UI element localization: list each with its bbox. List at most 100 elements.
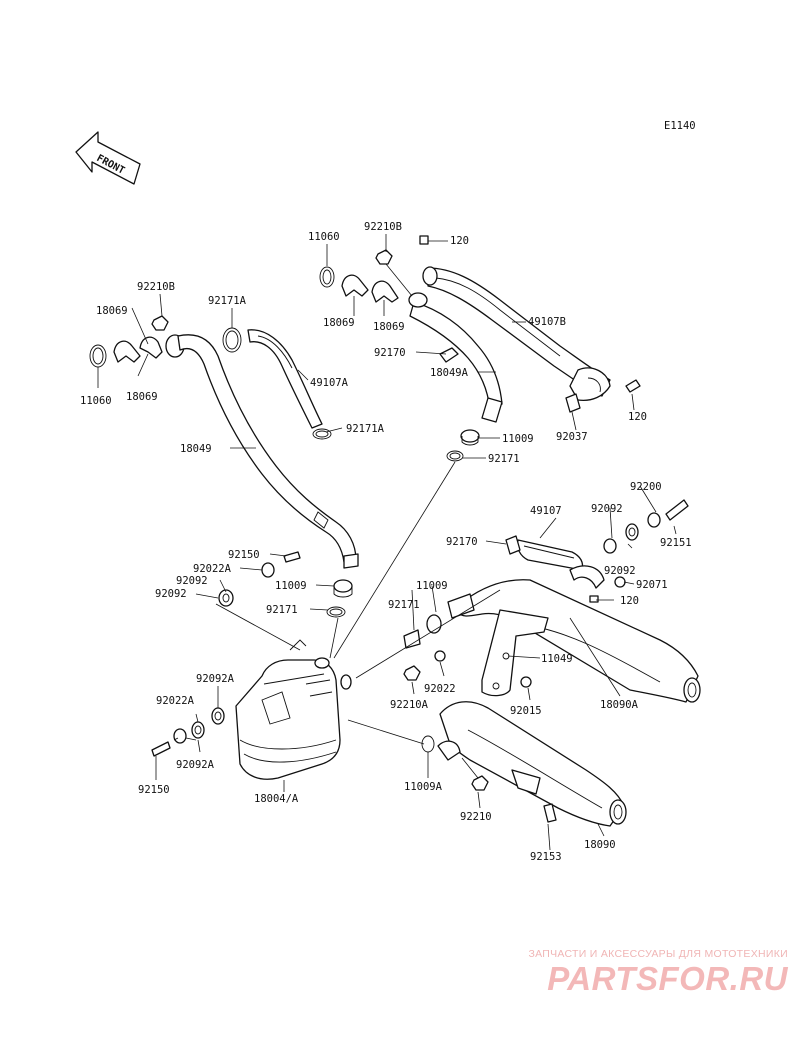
bolt-92150-upper-icon — [283, 551, 301, 563]
muffler-18090a — [447, 579, 701, 703]
washer-92022-icon — [434, 650, 446, 662]
collar-92015-icon — [520, 676, 532, 688]
part-label-92092a: 92092A — [196, 673, 235, 685]
bracket-11049-icon — [481, 609, 549, 697]
part-label-120: 120 — [620, 595, 639, 607]
part-label-92200: 92200 — [630, 481, 662, 493]
part-label-92171a: 92171A — [346, 423, 385, 435]
part-label-92022a: 92022A — [193, 563, 232, 575]
part-label-92022: 92022 — [424, 683, 456, 695]
bracket-lower-icon — [511, 769, 541, 795]
watermark-tagline: ЗАПЧАСТИ И АКСЕССУАРЫ ДЛЯ МОТОТЕХНИКИ — [528, 948, 788, 960]
flange-18069-left-icon — [113, 336, 163, 363]
grommet-92092-left-icon — [218, 589, 234, 607]
flange-18069-upper-icon — [341, 274, 399, 303]
part-label-92171: 92171 — [388, 599, 420, 611]
leader-lines — [97, 234, 677, 851]
part-label-18049a: 18049A — [430, 367, 469, 379]
part-label-11009: 11009 — [275, 580, 307, 592]
part-label-92092: 92092 — [155, 588, 187, 600]
nut-92210b-upper-icon — [375, 249, 393, 265]
part-label-92170: 92170 — [446, 536, 478, 548]
part-label-92210b: 92210B — [364, 221, 402, 233]
bolt-92151-icon — [665, 499, 689, 521]
collar-92071-icon — [614, 576, 626, 588]
nut-92210a-icon — [403, 665, 421, 681]
clamp-92171a-lower-icon — [312, 428, 332, 440]
part-label-92037: 92037 — [556, 431, 588, 443]
part-labels: 11060 92210B 120 18069 18069 49107B 9217… — [80, 221, 692, 863]
part-label-49107: 49107 — [530, 505, 562, 517]
part-label-92210b: 92210B — [137, 281, 175, 293]
part-label-92092: 92092 — [176, 575, 208, 587]
clamp-92037 — [565, 393, 581, 413]
part-label-120: 120 — [628, 411, 647, 423]
part-label-92171: 92171 — [488, 453, 520, 465]
bolt-120-upper-icon — [419, 235, 429, 245]
part-label-18004a: 18004/A — [254, 793, 299, 805]
part-label-11009: 11009 — [416, 580, 448, 592]
part-label-18069: 18069 — [323, 317, 355, 329]
clamp-92171a-upper-icon — [222, 327, 242, 353]
part-label-92210: 92210 — [460, 811, 492, 823]
heat-guard-49107b — [422, 266, 611, 402]
part-label-18069: 18069 — [373, 321, 405, 333]
bolt-92150-lower-icon — [151, 741, 171, 757]
diagram-code: E1140 — [664, 120, 696, 132]
part-label-11060: 11060 — [308, 231, 340, 243]
clamp-92171-right-icon — [403, 629, 421, 649]
part-label-92150: 92150 — [228, 549, 260, 561]
part-label-92092: 92092 — [604, 565, 636, 577]
clamp-92171-upper-icon — [446, 450, 464, 462]
part-label-92092a: 92092A — [176, 759, 215, 771]
part-label-92015: 92015 — [510, 705, 542, 717]
clip-92170-upper-icon — [439, 347, 459, 363]
part-label-92170: 92170 — [374, 347, 406, 359]
clamp-92171-left-icon — [326, 606, 346, 618]
clip-92170-lower-icon — [505, 535, 521, 555]
exhaust-chamber-18004a — [235, 639, 352, 780]
gasket-11060-left-icon — [89, 344, 107, 368]
part-label-18090a: 18090A — [600, 699, 639, 711]
washer-92200-icon — [647, 512, 661, 528]
bolt-120-lower-icon — [589, 595, 599, 603]
grommet-92092a-lower-icon — [191, 721, 205, 739]
front-arrow-icon: FRONT — [75, 131, 141, 185]
connector-11009-upper-icon — [460, 429, 480, 446]
front-header-pipe-18049 — [165, 334, 359, 569]
connector-11009-left-icon — [333, 579, 353, 598]
part-label-92150: 92150 — [138, 784, 170, 796]
muffler-18090 — [437, 701, 627, 827]
part-label-18090: 18090 — [584, 839, 616, 851]
bolt-92153-icon — [543, 803, 557, 823]
part-label-92022a: 92022A — [156, 695, 195, 707]
part-label-11060: 11060 — [80, 395, 112, 407]
part-label-18069: 18069 — [126, 391, 158, 403]
grommet-92092a-upper-icon — [211, 707, 225, 725]
part-label-49107b: 49107B — [528, 316, 566, 328]
part-label-92171a: 92171A — [208, 295, 247, 307]
rear-header-pipe-18049a — [408, 292, 503, 423]
gasket-11060-upper-icon — [319, 266, 335, 288]
nut-92210b-left-icon — [151, 315, 169, 331]
nut-92210-icon — [471, 775, 489, 791]
part-label-92092: 92092 — [591, 503, 623, 515]
part-label-120: 120 — [450, 235, 469, 247]
bracket-mount-icon — [569, 565, 605, 589]
grommet-92092-upper-icon — [603, 538, 617, 554]
watermark-logo: PARTSFOR.RU — [547, 960, 788, 997]
part-label-49107a: 49107A — [310, 377, 349, 389]
part-label-11009: 11009 — [502, 433, 534, 445]
part-label-11009a: 11009A — [404, 781, 443, 793]
part-label-92153: 92153 — [530, 851, 562, 863]
washer-92022a-lower-icon — [173, 728, 187, 744]
heat-guard-49107 — [516, 539, 584, 571]
heat-guard-49107a — [247, 329, 323, 429]
part-label-11049: 11049 — [541, 653, 573, 665]
part-label-92171: 92171 — [266, 604, 298, 616]
part-label-18049: 18049 — [180, 443, 212, 455]
part-label-92151: 92151 — [660, 537, 692, 549]
bolt-120-right-icon — [625, 379, 641, 393]
part-label-18069: 18069 — [96, 305, 128, 317]
